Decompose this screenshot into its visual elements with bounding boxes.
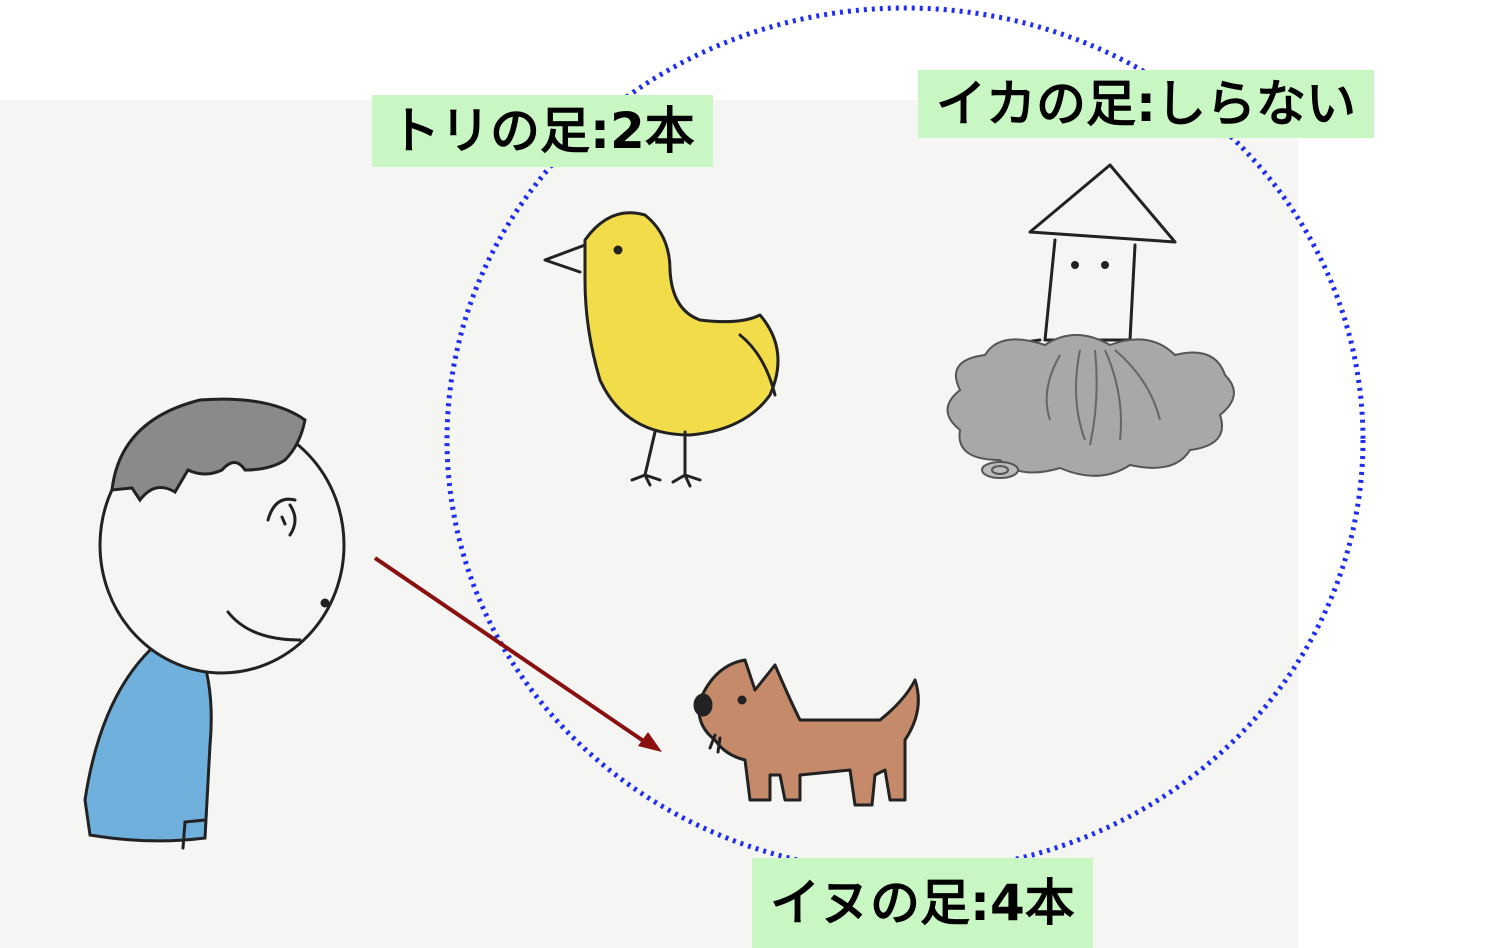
squid-head bbox=[1028, 163, 1177, 244]
dog-nose bbox=[693, 693, 713, 717]
knowledge-circle bbox=[444, 5, 1366, 875]
gaze-arrow bbox=[373, 556, 662, 752]
squid-legs-label: イカの足:しらない bbox=[918, 70, 1374, 138]
bird-legs-label: トリの足:2本 bbox=[372, 95, 713, 167]
dog-drawing bbox=[693, 658, 920, 807]
person-shirt bbox=[83, 643, 213, 843]
dog-legs-label: イヌの足:4本 bbox=[752, 858, 1093, 948]
dog-body bbox=[697, 658, 920, 807]
person-figure bbox=[83, 397, 346, 850]
squid-drawing bbox=[988, 163, 1177, 357]
cloud-cover bbox=[946, 334, 1235, 479]
bird-body bbox=[583, 211, 780, 437]
bird-drawing bbox=[543, 211, 780, 488]
person-hair bbox=[110, 397, 307, 503]
